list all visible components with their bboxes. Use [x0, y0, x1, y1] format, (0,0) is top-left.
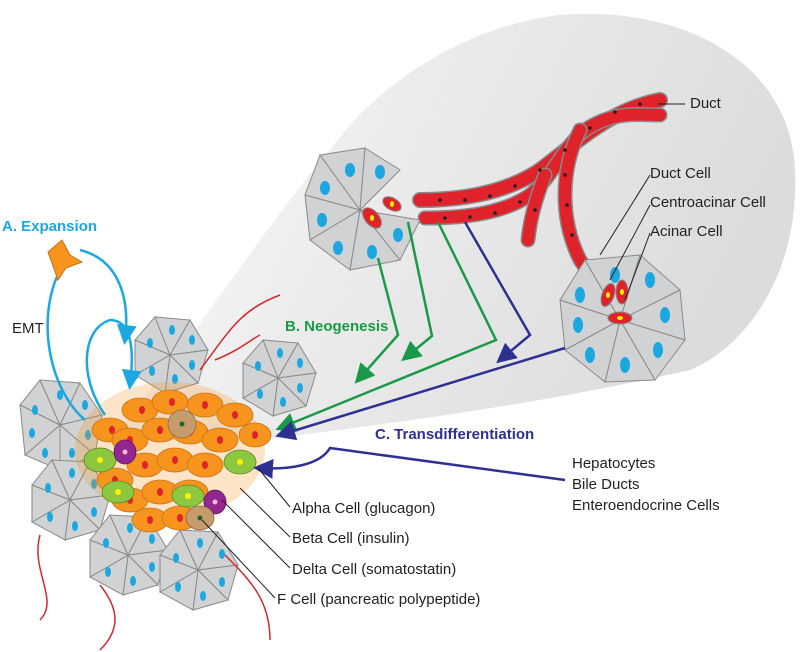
islet — [75, 382, 272, 533]
transdifferentiation-label: C. Transdifferentiation — [375, 426, 535, 443]
neogenesis-arrows — [275, 221, 498, 432]
expansion-label: A. Expansion — [2, 218, 98, 235]
duct-label: Duct — [690, 95, 721, 112]
transdiff-arrows — [253, 221, 566, 482]
emt-label: EMT — [12, 320, 44, 337]
mesenchymal-cell — [47, 239, 84, 282]
expansion-arrows — [46, 248, 142, 421]
source-hepatocytes: Hepatocytes — [572, 455, 656, 472]
delta-cell-label: Delta Cell (somatostatin) — [292, 561, 457, 578]
acinar-cell-label: Acinar Cell — [650, 223, 723, 240]
neogenesis-label: B. Neogenesis — [285, 318, 389, 335]
acinus-right — [559, 254, 686, 383]
acinus-upper — [304, 147, 421, 271]
duct-nuclei — [438, 102, 642, 264]
acini-surrounding — [19, 316, 317, 611]
centroacinar-cell-label: Centroacinar Cell — [650, 194, 766, 211]
alpha-cell-label: Alpha Cell (glucagon) — [292, 500, 436, 517]
blood-vessels — [37, 294, 281, 651]
beta-cell-label: Beta Cell (insulin) — [292, 530, 410, 547]
source-bile-ducts: Bile Ducts — [572, 476, 640, 493]
source-enteroendocrine-cells: Enteroendocrine Cells — [572, 497, 720, 514]
duct-cell-label: Duct Cell — [650, 165, 711, 182]
f-cell-label: F Cell (pancreatic polypeptide) — [277, 591, 481, 608]
leader-lines — [201, 103, 685, 599]
